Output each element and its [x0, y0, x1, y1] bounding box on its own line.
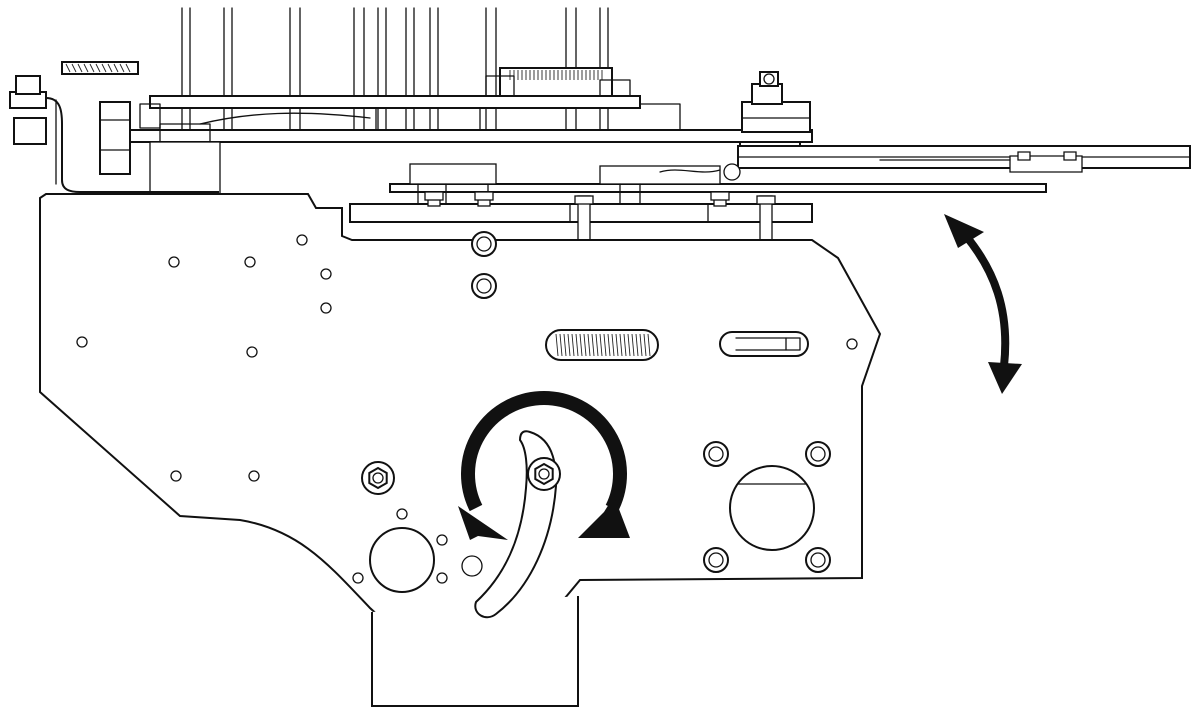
- serrated-slot: [545, 329, 659, 361]
- gear-teeth: [509, 70, 603, 80]
- upper-assembly: [129, 67, 1191, 263]
- large-bore: [369, 527, 435, 593]
- bearing-window: [729, 465, 815, 551]
- side-plate: [39, 193, 882, 707]
- hex-nuts: [361, 457, 561, 495]
- mounting-holes: [76, 231, 858, 584]
- bolts: [424, 191, 776, 263]
- plain-slot: [719, 331, 809, 357]
- swing-arrow-icon: [944, 214, 1022, 394]
- rotation-arrow-icon: [458, 391, 630, 540]
